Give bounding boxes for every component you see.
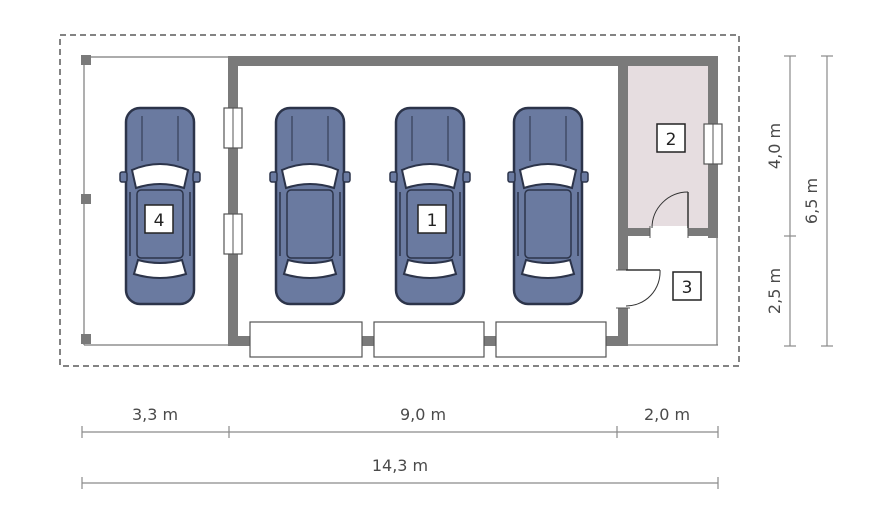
garage-door-1 <box>249 321 363 358</box>
svg-text:1: 1 <box>427 211 438 231</box>
room-3-outline <box>628 236 718 346</box>
door-room-3 <box>616 269 661 309</box>
svg-text:4: 4 <box>154 211 165 231</box>
dimension-lines-bottom <box>81 426 719 489</box>
dimension-lines-right <box>784 55 833 347</box>
door-room-2 <box>649 191 689 238</box>
garage-door-3 <box>495 321 607 358</box>
room-label-1: 1 <box>417 204 447 234</box>
window-left-upper <box>223 107 243 149</box>
dim-bottom-left: 3,3 m <box>132 405 178 424</box>
window-left-lower <box>223 213 243 255</box>
room-label-3: 3 <box>672 271 702 301</box>
dim-right-total: 6,5 m <box>802 178 821 224</box>
room-label-2: 2 <box>656 123 686 153</box>
svg-text:2: 2 <box>666 130 677 150</box>
plot-boundary <box>59 34 740 367</box>
dim-bottom-total: 14,3 m <box>372 456 428 475</box>
dim-right-lower: 2,5 m <box>765 268 784 314</box>
room-label-4: 4 <box>144 204 174 234</box>
window-storage <box>703 123 723 165</box>
car-bay-3 <box>506 106 590 306</box>
car-bay-1 <box>268 106 352 306</box>
garage-door-2 <box>373 321 485 358</box>
carport-outline <box>81 55 230 346</box>
dim-bottom-right: 2,0 m <box>644 405 690 424</box>
dim-bottom-middle: 9,0 m <box>400 405 446 424</box>
svg-text:3: 3 <box>682 278 693 298</box>
dim-right-upper: 4,0 m <box>765 123 784 169</box>
